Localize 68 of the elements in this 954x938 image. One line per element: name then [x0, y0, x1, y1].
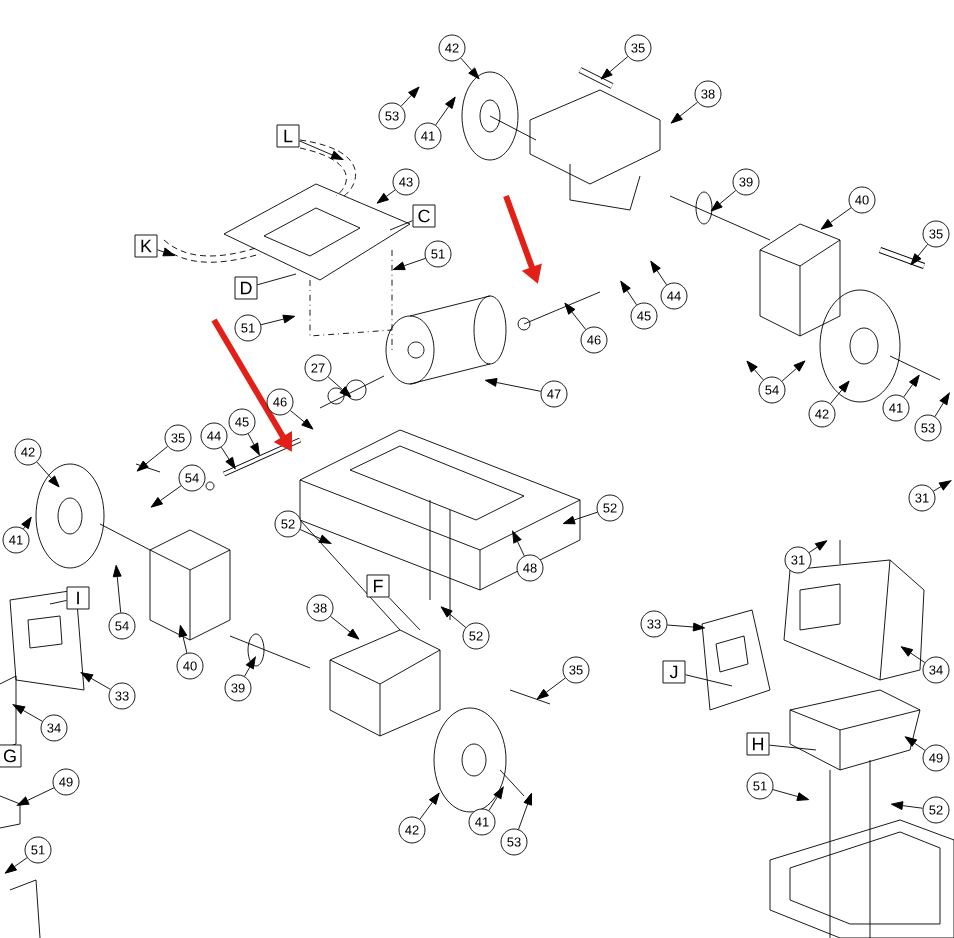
leader-line — [934, 392, 950, 417]
leader-line — [488, 786, 504, 811]
leader-line — [388, 596, 421, 631]
leader-line — [460, 57, 480, 80]
leader-line — [670, 101, 698, 124]
leader-line — [746, 360, 764, 381]
leader-line — [327, 376, 352, 398]
leader-line — [666, 622, 706, 632]
leader-line — [289, 410, 314, 430]
leader-line — [536, 677, 566, 700]
leader-line — [910, 244, 928, 266]
leader-line — [685, 674, 733, 687]
leader-line — [244, 656, 256, 677]
leader-line — [112, 564, 122, 614]
leader-line — [4, 857, 28, 874]
leader-line — [564, 302, 587, 330]
leader-line — [36, 461, 60, 488]
leader-line — [600, 56, 629, 80]
letter-box: L — [276, 124, 300, 148]
letter-box: F — [366, 574, 390, 598]
leader-line — [904, 736, 926, 751]
leader-line — [903, 374, 920, 398]
letter-box: H — [746, 732, 770, 756]
leader-line — [562, 511, 598, 525]
leader-line — [769, 744, 817, 751]
leader-line — [330, 615, 360, 640]
leader-line — [890, 801, 924, 810]
leader-line — [440, 606, 467, 628]
leader-line — [781, 360, 806, 382]
letter-box: K — [134, 234, 158, 258]
leader-line — [136, 446, 168, 472]
leader-line — [21, 516, 32, 530]
leader-line — [49, 600, 67, 605]
leader-line — [260, 314, 296, 326]
leader-line — [419, 792, 440, 820]
leader-line — [150, 485, 182, 508]
leader-line — [620, 280, 637, 306]
leader-line — [299, 529, 332, 544]
leader-line — [400, 86, 420, 107]
leader-line — [900, 646, 926, 663]
leader-line — [484, 378, 542, 392]
leader-line — [820, 207, 852, 230]
leader-line — [220, 446, 236, 470]
leader-line — [933, 480, 952, 492]
letter-box: I — [66, 586, 90, 610]
leader-line — [830, 380, 850, 405]
leader-line — [710, 190, 737, 212]
leader-line — [247, 433, 260, 456]
leader-line — [16, 787, 55, 806]
letter-box: G — [0, 744, 22, 768]
leader-line — [650, 260, 667, 286]
leader-line — [772, 789, 810, 801]
letter-box: D — [234, 276, 258, 300]
leader-line — [299, 140, 344, 160]
leader-line — [80, 672, 111, 690]
leader-line — [389, 220, 413, 231]
leader-line — [257, 273, 297, 286]
leader-line — [435, 96, 456, 126]
leader-line — [157, 247, 176, 257]
leader-line — [392, 257, 426, 271]
leader-line — [808, 540, 828, 553]
letter-box: J — [662, 660, 686, 684]
leader-line — [178, 624, 188, 654]
leader-line — [512, 530, 525, 557]
leader-line — [12, 704, 43, 722]
leader-line — [518, 792, 532, 830]
leader-line — [376, 189, 396, 204]
letter-box: C — [412, 204, 436, 228]
